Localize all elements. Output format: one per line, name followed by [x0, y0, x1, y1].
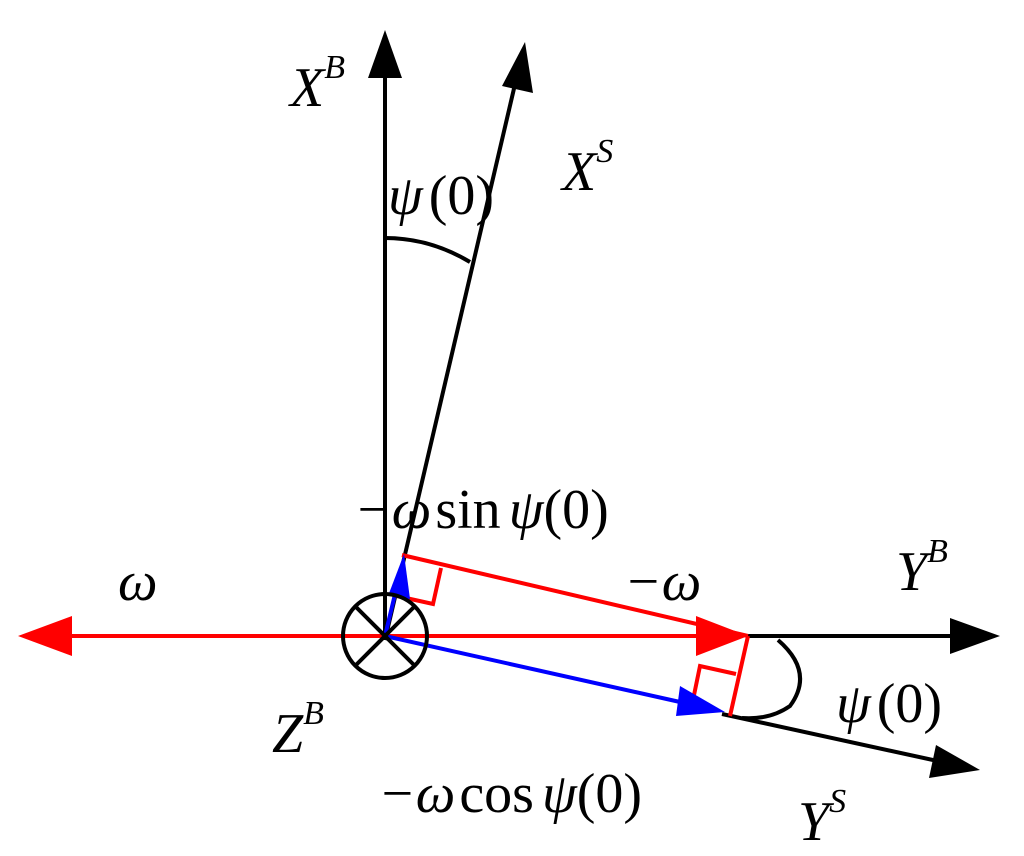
psi-label-right: ψ(0): [836, 673, 942, 735]
psi-arc-right: [741, 638, 803, 721]
sin-component-arrowhead: [388, 554, 410, 599]
yb-axis-arrowhead: [950, 618, 1000, 654]
xs-axis: [383, 42, 533, 641]
cos-component-arrowhead: [676, 686, 725, 716]
circle-cross-into-page-icon: [341, 592, 429, 680]
neg-omega-label: −ω: [624, 551, 701, 613]
xb-axis: [368, 30, 402, 640]
yb-label: YB: [896, 533, 948, 603]
xs-label: XS: [560, 133, 613, 203]
psi-arc-top: [384, 236, 472, 264]
ys-label: YS: [798, 783, 846, 853]
omega-vector: [18, 616, 385, 656]
omega-label: ω: [118, 551, 158, 613]
xs-axis-arrowhead: [502, 42, 533, 93]
omega-arrowhead: [18, 616, 72, 656]
xb-axis-arrowhead: [368, 30, 402, 78]
cos-component-vector: [384, 634, 725, 716]
construction-line-right: [728, 635, 750, 717]
psi-label-top: ψ(0): [388, 165, 494, 227]
zb-label: ZB: [272, 695, 324, 765]
xb-label: XB: [288, 49, 345, 119]
ys-axis: [721, 712, 980, 778]
ys-axis-arrowhead: [929, 745, 980, 778]
right-angle-marker-bottom: [691, 663, 737, 701]
yb-axis: [748, 618, 1000, 654]
construction-line-top: [401, 553, 749, 638]
sin-component-vector: [383, 554, 410, 637]
